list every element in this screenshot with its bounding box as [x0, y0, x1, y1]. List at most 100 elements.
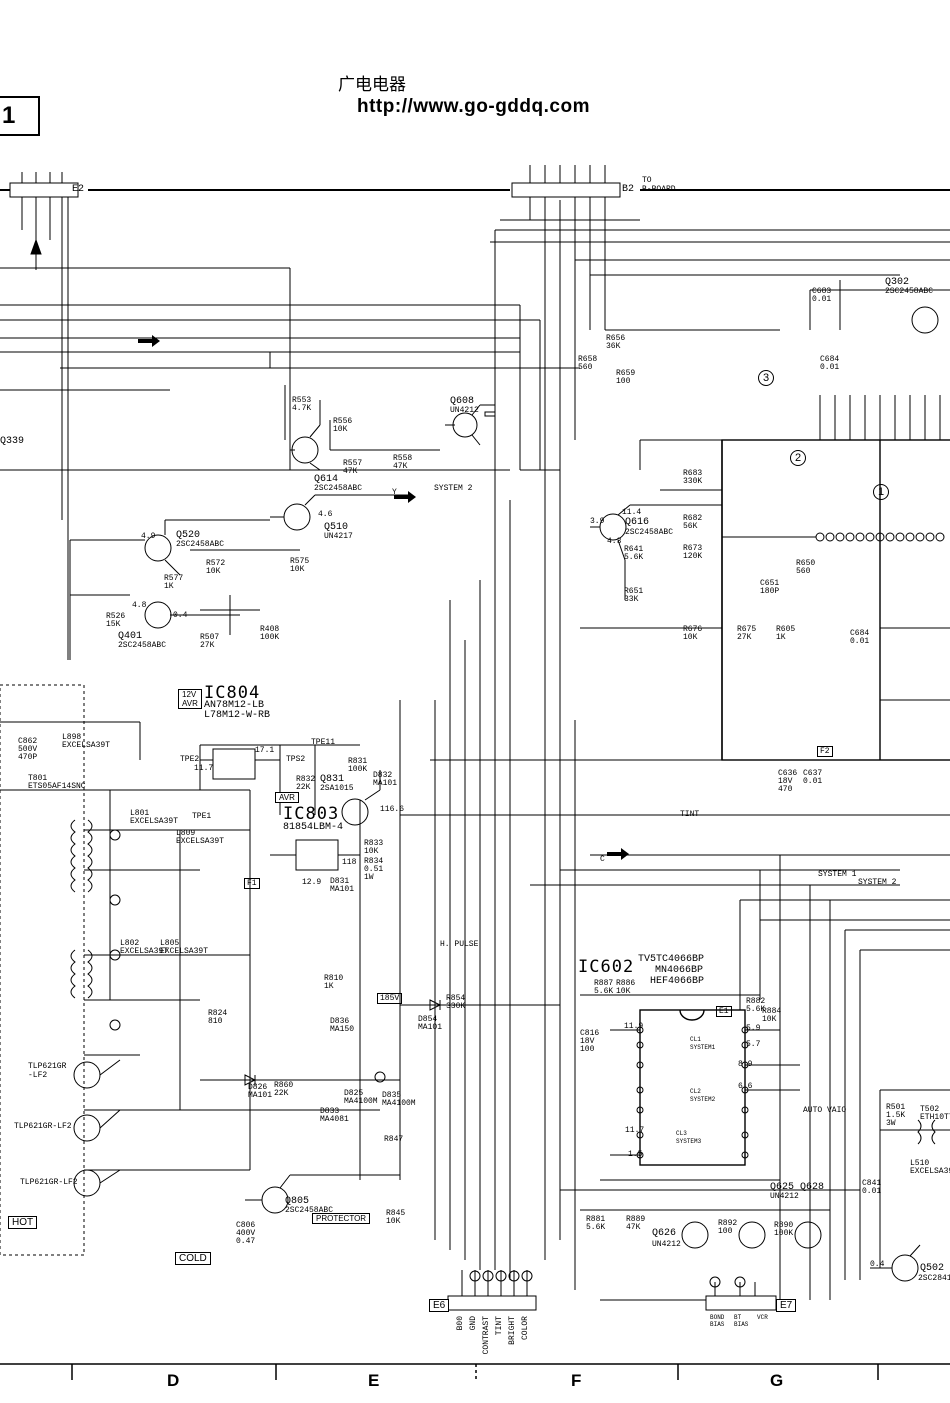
d806-part: TLP621GR -LF2	[28, 1062, 67, 1080]
b2-connector-body	[511, 165, 621, 198]
l805-value: L805 EXCELSA39T	[160, 939, 209, 956]
q401-ref: Q401	[118, 631, 143, 642]
grid-column-d: D	[167, 1371, 180, 1390]
r641-value: R641 5.6K	[624, 545, 644, 562]
r831-value: R831 100K	[348, 757, 368, 774]
r577-value: R577 1K	[164, 574, 184, 591]
connector-e2-label: E2	[72, 184, 85, 195]
r656-value: R656 36K	[606, 334, 626, 351]
auto-vaio-label: AUTO VAIO	[803, 1106, 847, 1115]
large-ic-bottom-pins	[722, 532, 945, 542]
c683-value: C683 0.01	[812, 287, 832, 304]
q626-ref: Q626	[652, 1228, 677, 1239]
c841-value: C841 0.01	[862, 1179, 882, 1196]
r889-value: R889 47K	[626, 1215, 646, 1232]
r650-value: R650 560	[796, 559, 816, 576]
r605-value: R605 1K	[776, 625, 796, 642]
q339-ref: Q339	[0, 436, 25, 447]
ic803-body	[270, 700, 401, 1180]
e7-connector-body	[600, 1276, 777, 1311]
site-url: http://www.go-gddq.com	[357, 96, 590, 117]
q608-circuit	[445, 404, 496, 446]
q805-ref: Q805	[285, 1196, 310, 1207]
q805-part: 2SC2458ABC	[285, 1206, 334, 1215]
protector-label: PROTECTOR	[312, 1213, 371, 1224]
voltage-1-5: 1.5	[628, 1150, 643, 1159]
d832-value: D832 MA101	[373, 771, 398, 788]
ic602-switch1-label: CL1 SYSTEM1	[690, 1036, 716, 1051]
d835-value: D835 MA4100M	[382, 1091, 416, 1108]
r834-value: R834 0.51 1W	[364, 857, 384, 882]
voltage-0-4b: 0.4	[870, 1260, 885, 1269]
q510-ref: Q510	[324, 522, 349, 533]
r572-value: R572 10K	[206, 559, 226, 576]
l510-value: L510 EXCELSA39T	[910, 1159, 950, 1176]
r651-value: R651 33K	[624, 587, 644, 604]
r659-value: R659 100	[616, 369, 636, 386]
q616-circuit	[590, 489, 722, 600]
middle-bus	[434, 470, 950, 1300]
e6-connector-body	[447, 1270, 537, 1311]
voltage-11-9: 11.9	[624, 1022, 644, 1031]
ic804-supply-label: 12V AVR	[178, 689, 202, 709]
tint-label: TINT	[680, 810, 700, 819]
d833-value: D833 MA4081	[320, 1107, 349, 1124]
e6-pin-color: COLOR	[521, 1316, 530, 1341]
r658-value: R658 560	[578, 355, 598, 372]
voltage-6-6: 6.6	[738, 1082, 753, 1091]
signal-traces	[0, 197, 950, 760]
voltage-118: 118	[342, 858, 357, 867]
r558-value: R558 47K	[393, 454, 413, 471]
q401-part: 2SC2458ABC	[118, 641, 167, 650]
hot-side-label: HOT	[8, 1216, 38, 1229]
ic803-avr-label: AVR	[275, 792, 299, 803]
d831-value: D831 MA101	[330, 877, 355, 894]
r682-value: R682 56K	[683, 514, 703, 531]
mid-traces	[400, 439, 950, 886]
c684b-value: C684 0.01	[820, 355, 840, 372]
left-verticals	[0, 197, 291, 660]
t801-value: T801 ETS05AF14SNC	[28, 774, 86, 791]
e6-pin-tint: TINT	[495, 1316, 504, 1336]
connector-e1-label: E1	[716, 1006, 732, 1017]
r501-value: R501 1.5K 3W	[886, 1103, 906, 1128]
r845-value: R845 10K	[386, 1209, 406, 1226]
q608-part: UN4212	[450, 406, 479, 415]
e7-pin-bt-bias: BT BIAS	[734, 1314, 749, 1328]
e2-connector-body	[9, 172, 79, 198]
optocouplers	[73, 1059, 121, 1197]
r553-value: R553 4.7K	[292, 396, 312, 413]
voltage-4-9: 4.9	[141, 532, 156, 541]
tp-e2-label: TPE2	[180, 755, 200, 764]
r683-value: R683 330K	[683, 469, 703, 486]
large-ic-body	[721, 439, 950, 761]
r892-value: R892 100	[718, 1219, 738, 1236]
v185-label: 185V	[377, 993, 403, 1004]
q520-q401-circuits	[69, 519, 300, 660]
q614-ref: Q614	[314, 474, 339, 485]
r886-value: R886 10K	[616, 979, 636, 996]
ic602-name: IC602	[578, 957, 635, 977]
d826-value: D826 MA101	[248, 1083, 273, 1100]
q502-part: 2SC2841-E	[918, 1274, 950, 1283]
voltage-11-7: 11.7	[194, 764, 214, 773]
r824-value: R824 810	[208, 1009, 228, 1026]
r507-value: R507 27K	[200, 633, 220, 650]
ic803-name: IC803	[283, 804, 340, 824]
r575-value: R575 10K	[290, 557, 310, 574]
c-signal-label: C	[600, 855, 605, 864]
voltage-116-6: 116.6	[380, 805, 405, 814]
d811-part: TLP621GR-LF2	[14, 1122, 72, 1131]
r847-value: R847	[384, 1135, 404, 1144]
voltage-4-8: 4.8	[132, 601, 147, 610]
c651-value: C651 180P	[760, 579, 780, 596]
site-name-cn: 广电电器	[338, 75, 406, 95]
r557-value: R557 47K	[343, 459, 363, 476]
q614-part: 2SC2458ABC	[314, 484, 363, 493]
d836-value: D836 MA150	[330, 1017, 355, 1034]
connector-e7-label: E7	[776, 1299, 797, 1312]
ic602-switch2-label: CL2 SYSTEM2	[690, 1088, 716, 1103]
r881-value: R881 5.6K	[586, 1215, 606, 1232]
connector-b2-label: B2	[622, 184, 635, 195]
